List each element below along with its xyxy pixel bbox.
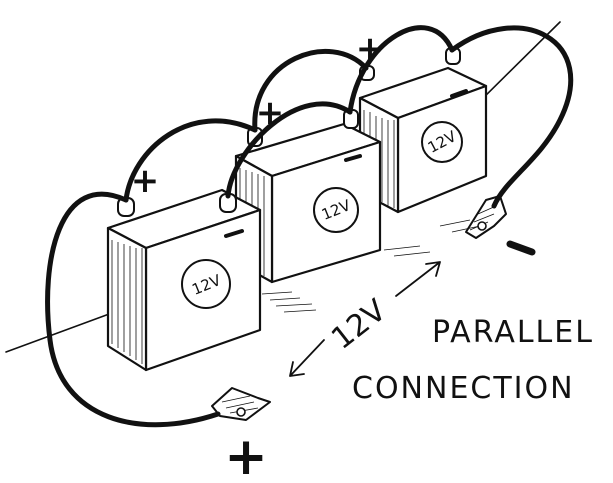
battery-1-label-circle: [181, 259, 231, 309]
voltage-arrow-right: [395, 261, 441, 297]
cable-plus-output: [45, 191, 221, 428]
positive-output-clamp: [211, 387, 271, 421]
cable-minus-output: [449, 25, 574, 209]
battery-1: 12V +: [106, 161, 262, 372]
negative-output-clamp: [465, 195, 507, 239]
ground-shadow: [261, 219, 481, 313]
caption-line-2: CONNECTION: [352, 371, 575, 406]
output-plus-sign: +: [224, 427, 268, 478]
cable-minus-2-to-3: [347, 25, 455, 115]
cable-plus-2-to-3: [252, 49, 369, 133]
battery-3-label-circle: [421, 121, 463, 163]
voltage-arrow-left: [289, 339, 325, 377]
battery-2: 12V +: [234, 93, 382, 284]
output-minus-sign: [506, 240, 536, 256]
caption-line-1: PARALLEL: [432, 315, 594, 350]
battery-2-minus-mark: [344, 154, 362, 162]
battery-3-minus-mark: [450, 89, 468, 98]
cable-plus-1-to-2: [123, 118, 258, 203]
battery-2-label-circle: [313, 187, 359, 233]
battery-1-minus-mark: [224, 229, 244, 238]
cable-minus-1-to-2: [225, 101, 353, 199]
voltage-label: 12V: [325, 293, 393, 357]
